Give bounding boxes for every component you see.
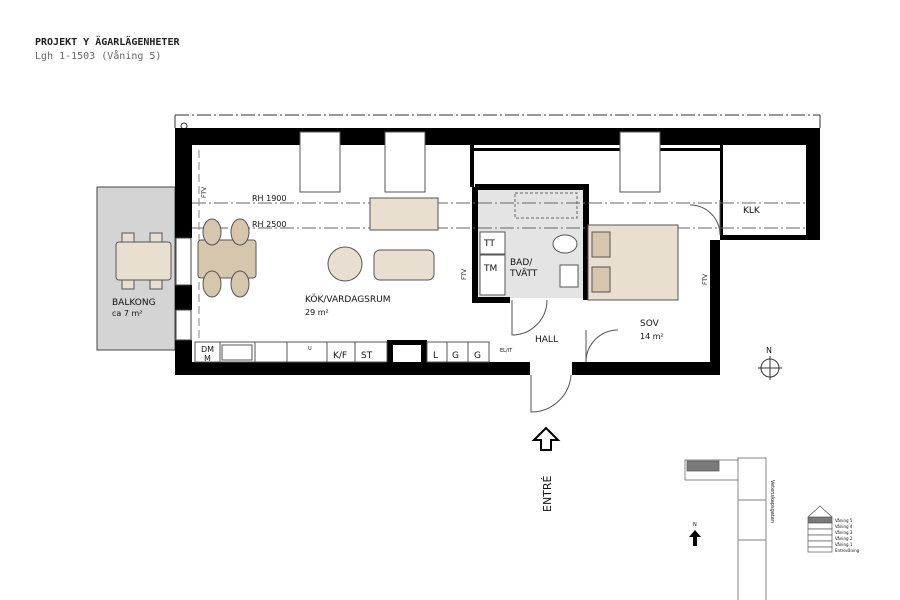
living-furniture bbox=[197, 197, 439, 298]
balcony-area: ca 7 m² bbox=[112, 309, 142, 318]
cabinet-g-label-2: G bbox=[474, 351, 481, 361]
svg-text:N: N bbox=[693, 522, 697, 528]
ftv-label-bedroom: FTV bbox=[702, 273, 709, 285]
ftv-label: FTV bbox=[201, 186, 208, 198]
project-title: PROJEKT Y ÄGARLÄGENHETER bbox=[35, 37, 180, 48]
street-label: Vetenskapsgatan bbox=[769, 480, 775, 523]
ftv-label-bath: FTV bbox=[461, 268, 468, 280]
bed bbox=[587, 224, 679, 301]
balcony: BALKONG ca 7 m² bbox=[96, 186, 176, 351]
ceiling-height-2500: RH 2500 bbox=[252, 220, 286, 229]
hall-label: HALL bbox=[535, 335, 558, 345]
washer-label: TM bbox=[483, 264, 497, 274]
north-arrow-icon: N bbox=[758, 346, 782, 380]
site-north-icon bbox=[689, 530, 701, 546]
floor-2: Våning 2 bbox=[835, 536, 853, 541]
living-room-area: 29 m² bbox=[305, 308, 329, 317]
bedroom-area: 14 m² bbox=[640, 332, 664, 341]
floor-4: Våning 4 bbox=[835, 524, 853, 529]
svg-text:N: N bbox=[766, 346, 772, 355]
floor-3: Våning 3 bbox=[835, 530, 853, 535]
windows bbox=[299, 131, 661, 193]
floor-5: Våning 5 bbox=[835, 518, 853, 523]
balcony-label: BALKONG bbox=[112, 298, 156, 308]
electrical-it-label: EL/IT bbox=[500, 348, 513, 354]
closet-label: KLK bbox=[743, 206, 761, 216]
cabinet-l-label: L bbox=[433, 351, 438, 361]
kitchen-counter bbox=[194, 341, 490, 363]
bedroom-label: SOV bbox=[640, 319, 660, 329]
fridge-freezer-label: K/F bbox=[333, 351, 347, 361]
floor-1: Våning 1 bbox=[835, 542, 853, 547]
entrance-arrow-icon bbox=[531, 426, 561, 451]
microwave-label: M bbox=[204, 354, 211, 363]
dishwasher-label: DM bbox=[201, 345, 214, 354]
bath-label: BAD/ bbox=[510, 258, 533, 268]
u-label: U bbox=[308, 346, 312, 352]
floor-indicator: Våning 5 Våning 4 Våning 3 Våning 2 Våni… bbox=[807, 505, 860, 553]
living-room-label: KÖK/VARDAGSRUM bbox=[305, 294, 390, 305]
doors bbox=[511, 200, 721, 413]
bathroom: TT TM BAD/ TVÄTT bbox=[472, 184, 589, 303]
bath-label-2: TVÄTT bbox=[509, 268, 538, 279]
apartment-subtitle: Lgh 1-1503 (Våning 5) bbox=[35, 51, 162, 62]
entrance-label: ENTRÉ bbox=[541, 475, 554, 512]
cabinet-g-label: G bbox=[452, 351, 459, 361]
ceiling-height-1900: RH 1900 bbox=[252, 194, 286, 203]
stove-label: ST bbox=[361, 351, 373, 361]
dryer-label: TT bbox=[483, 239, 495, 249]
site-map: Vetenskapsgatan N bbox=[684, 457, 775, 600]
floor-entrance: Entrevåning bbox=[835, 548, 860, 553]
